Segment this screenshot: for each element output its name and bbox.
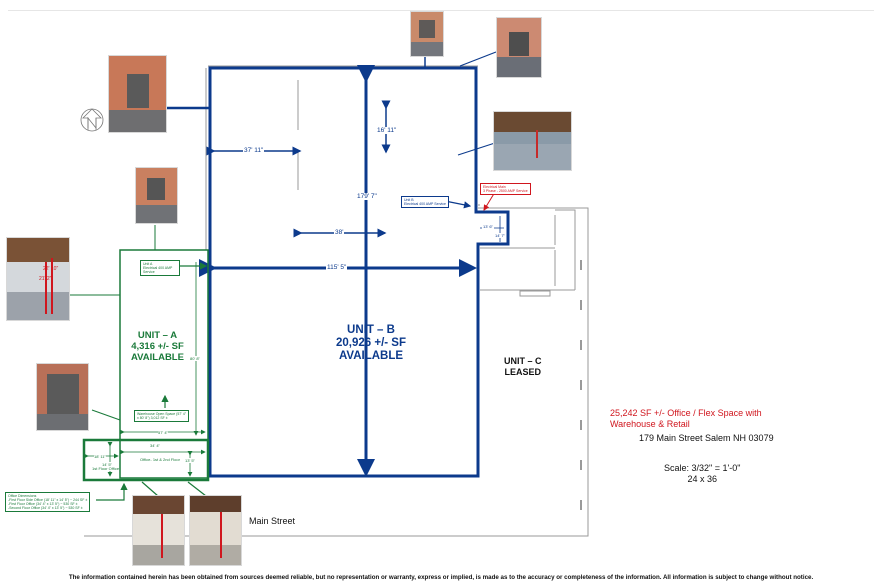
photo-loading-dock-west bbox=[109, 56, 166, 132]
office-label-side: 1st Floor Office bbox=[92, 466, 120, 471]
unit-a-label: UNIT – A 4,316 +/- SF AVAILABLE bbox=[131, 330, 184, 363]
dim-label-115-5: 115' 5" bbox=[326, 264, 348, 271]
photo-loading-dock-a bbox=[136, 168, 177, 223]
dim-label-14-5: 14' 5" bbox=[102, 462, 112, 467]
dim-label-57-4: 57' 4" bbox=[158, 430, 168, 435]
photo-loading-dock-north-2 bbox=[497, 18, 541, 77]
dim-label-179-7: 179' 7" bbox=[356, 193, 378, 200]
photo-warehouse-interior-b bbox=[494, 112, 571, 170]
dim-label-elec-w: 13' 6" bbox=[482, 224, 494, 229]
unit-c-label: UNIT – C LEASED bbox=[504, 356, 542, 377]
office-outline bbox=[82, 438, 210, 482]
dim-label-38: 38' bbox=[334, 229, 345, 236]
callout-warehouse-open-space: Warehouse Open Space (57' 4" x 80' 8") 3… bbox=[134, 410, 190, 422]
dim-label-37-11: 37' 11" bbox=[243, 147, 265, 154]
dim-label-80-8: 80' 8" bbox=[190, 356, 200, 361]
dim-label-34-4: 34' 4" bbox=[150, 443, 160, 448]
dim-label-elec-d: 14' 7" bbox=[494, 233, 506, 238]
dim-label-16-11: 16' 11" bbox=[376, 127, 398, 134]
callout-unit-b-electrical: Unit B Electrical 400 AMP Service bbox=[401, 196, 449, 208]
dim-label-13-5: 13' 5" bbox=[185, 458, 195, 463]
sheet-border-top bbox=[8, 10, 874, 11]
photo-office-interior-2 bbox=[190, 496, 241, 565]
callout-office-dimensions: Office Dimensions -First Floor Side Offi… bbox=[5, 492, 91, 512]
photo-loading-dock-north-1 bbox=[411, 12, 443, 56]
photo-office-interior-1 bbox=[133, 496, 184, 565]
north-arrow-icon bbox=[80, 108, 104, 132]
callout-electrical-main: Electrical Main 3 Phase - 2500 AMP Servi… bbox=[480, 183, 531, 195]
dim-label-18-11: 18' 11" bbox=[94, 454, 106, 459]
callout-unit-a-electrical: Unit A Electrical 400 AMP Service bbox=[140, 260, 180, 276]
photo-warehouse-interior-a: 22' 10" 21' 2" bbox=[7, 238, 69, 320]
disclaimer-text: The information contained herein has bee… bbox=[68, 574, 814, 581]
unit-b-label: UNIT – B 20,926 +/- SF AVAILABLE bbox=[336, 324, 406, 362]
ceiling-height-1: 22' 10" bbox=[43, 266, 59, 272]
drawing-scale: Scale: 3/32" = 1'-0" 24 x 36 bbox=[664, 463, 741, 484]
unit-b-outline bbox=[208, 66, 510, 478]
property-address: 179 Main Street Salem NH 03079 bbox=[639, 433, 774, 443]
street-label: Main Street bbox=[249, 516, 296, 526]
unit-a-outline bbox=[119, 249, 209, 479]
window-marks bbox=[580, 260, 582, 510]
property-headline: 25,242 SF +/- Office / Flex Space with W… bbox=[610, 408, 762, 429]
office-label-main: Office- 1st & 2nd Floor bbox=[140, 457, 180, 462]
ceiling-height-2: 21' 2" bbox=[39, 276, 52, 282]
photo-overhead-door-a bbox=[37, 364, 88, 430]
